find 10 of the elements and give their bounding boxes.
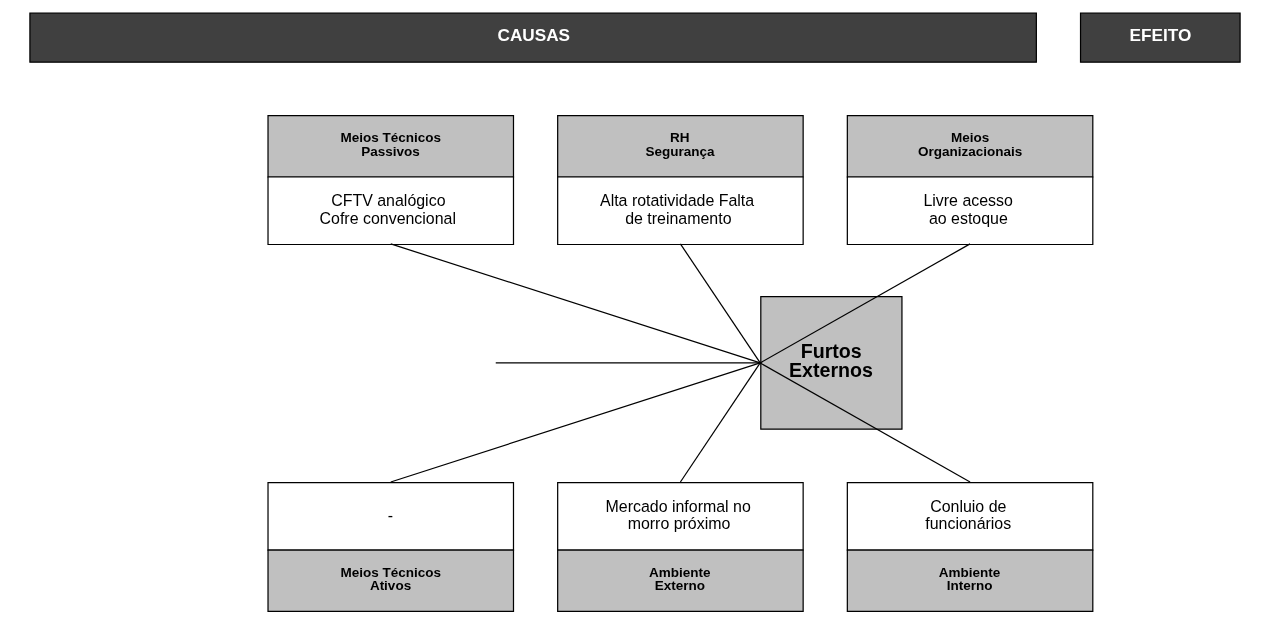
connector bbox=[494, 362, 761, 364]
connector bbox=[389, 243, 761, 364]
node-box: EFEITO bbox=[1079, 12, 1241, 63]
connector bbox=[679, 243, 761, 364]
node-box: CAUSAS bbox=[28, 12, 1037, 63]
connector bbox=[389, 362, 761, 483]
connector bbox=[759, 362, 971, 483]
node-box: Furtos Externos bbox=[759, 296, 903, 430]
connector bbox=[679, 362, 761, 483]
connector bbox=[759, 243, 971, 364]
